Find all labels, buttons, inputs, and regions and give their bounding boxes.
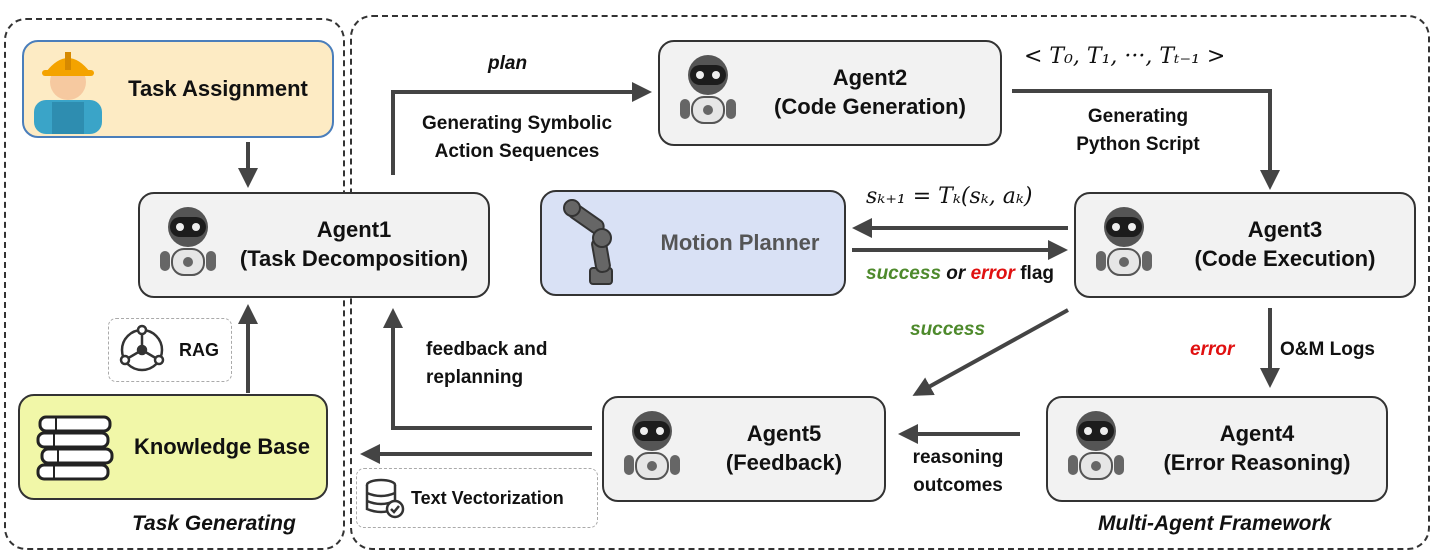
knowledge-base-box: Knowledge Base	[18, 394, 328, 500]
agent2-name: Agent2	[832, 65, 908, 91]
agent2-role: (Code Generation)	[774, 94, 966, 119]
agent4-box: Agent4 (Error Reasoning)	[1046, 396, 1388, 502]
agent5-box: Agent5 (Feedback)	[602, 396, 886, 502]
rag-tag: RAG	[108, 318, 232, 382]
om-logs-label: O&M Logs	[1280, 339, 1375, 360]
text-vectorization-label: Text Vectorization	[411, 487, 564, 508]
generating-symbolic-label: Generating Symbolic Action Sequences	[404, 110, 630, 165]
success-edge-label: success	[910, 319, 986, 340]
agent3-role: (Code Execution)	[1194, 246, 1376, 271]
success-error-flag-label: success or error flag	[866, 260, 1054, 288]
reasoning-line1: reasoning	[912, 447, 1004, 468]
plan-label: plan	[488, 53, 528, 74]
reasoning-line2: outcomes	[913, 474, 1003, 496]
agent3-name: Agent3	[1247, 217, 1323, 243]
arrow-agent3-to-agent5-success	[912, 308, 1069, 396]
agent5-name: Agent5	[746, 421, 822, 447]
arrow-agent2-to-agent3	[1012, 89, 1280, 190]
arrow-agent5-to-agent1	[383, 308, 592, 430]
agent2-box: Agent2 (Code Generation)	[658, 40, 1002, 146]
sequence-formula: < T₀, T₁, ···, Tₜ₋₁ >	[1024, 44, 1226, 69]
books-icon	[36, 415, 114, 481]
generating-python-line2: Python Script	[1076, 133, 1200, 155]
feedback-line1: feedback and	[426, 339, 548, 360]
rag-network-icon	[119, 324, 165, 372]
agent1-name: Agent1	[316, 217, 392, 243]
agent4-name: Agent4	[1219, 421, 1295, 447]
motion-planner-box: Motion Planner	[540, 190, 846, 296]
flag-or-word: or	[946, 263, 966, 284]
rag-label: RAG	[179, 339, 219, 360]
knowledge-base-label: Knowledge Base	[133, 433, 311, 459]
worker-icon	[34, 52, 102, 134]
flag-success-word: success	[866, 263, 942, 284]
robot-icon	[1096, 207, 1152, 276]
error-edge-label: error	[1190, 339, 1235, 360]
transition-formula: sₖ₊₁ = Tₖ(sₖ, aₖ)	[866, 184, 1033, 209]
task-assignment-box: Task Assignment	[22, 40, 334, 138]
agent4-role: (Error Reasoning)	[1163, 450, 1351, 475]
feedback-replanning-label: feedback and replanning	[426, 336, 547, 391]
robot-icon	[624, 411, 680, 480]
robot-icon	[680, 55, 736, 124]
generating-symbolic-line2: Action Sequences	[434, 140, 600, 162]
arrow-agent1-to-agent2	[391, 82, 652, 175]
generating-python-line1: Generating	[1087, 106, 1189, 127]
flag-error-word: error	[970, 263, 1015, 284]
multi-agent-framework-title: Multi-Agent Framework	[1098, 512, 1332, 535]
robot-icon	[1068, 411, 1124, 480]
agent3-box: Agent3 (Code Execution)	[1074, 192, 1416, 298]
reasoning-outcomes-label: reasoning outcomes	[902, 444, 1014, 499]
feedback-line2: replanning	[426, 366, 524, 388]
motion-planner-label: Motion Planner	[660, 229, 820, 255]
task-assignment-label: Task Assignment	[128, 75, 308, 101]
generating-python-label: Generating Python Script	[1060, 103, 1216, 158]
robot-arm-icon	[563, 199, 613, 285]
agent1-box: Agent1 (Task Decomposition)	[138, 192, 490, 298]
generating-symbolic-line1: Generating Symbolic	[421, 113, 613, 134]
task-generating-title: Task Generating	[132, 512, 296, 535]
robot-icon	[160, 207, 216, 276]
flag-word: flag	[1020, 263, 1054, 284]
agent1-role: (Task Decomposition)	[239, 246, 469, 271]
database-check-icon	[365, 478, 405, 519]
agent5-role: (Feedback)	[725, 450, 843, 475]
text-vectorization-tag: Text Vectorization	[356, 468, 598, 528]
